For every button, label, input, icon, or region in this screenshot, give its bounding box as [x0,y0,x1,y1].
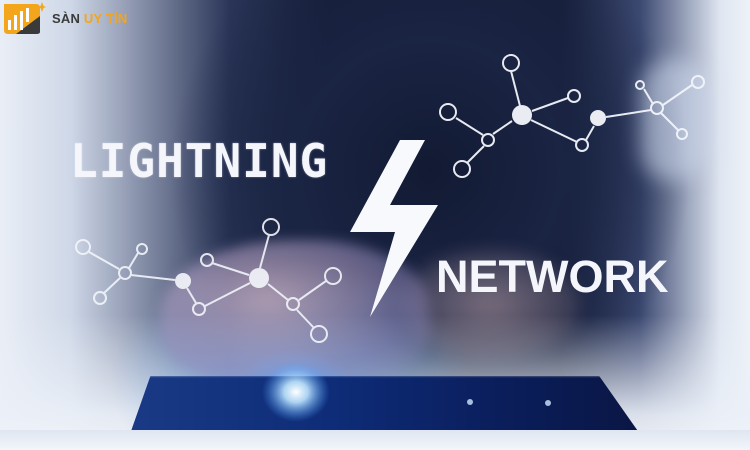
brand-logo[interactable]: SÀN UY TÍN [2,2,127,34]
headline-lightning: LIGHTNING [70,134,329,188]
network-upper-right [439,54,705,178]
lightning-bolt-icon [350,140,438,317]
table-surface [0,430,750,450]
bar-chart-logo-icon [4,2,46,34]
brand-name-part1: SÀN [52,10,81,26]
network-lower-left [75,218,342,343]
touch-glow [262,362,330,422]
brand-name-part2: UY TÍN [83,10,128,26]
blurred-shoulder [640,60,710,180]
tablet-screen [130,376,640,434]
brand-name: SÀN UY TÍN [52,11,127,26]
blurred-left-hand [400,250,580,360]
headline-network: NETWORK [436,251,669,302]
screen-sparkle [545,400,551,406]
screen-sparkle [467,399,473,405]
